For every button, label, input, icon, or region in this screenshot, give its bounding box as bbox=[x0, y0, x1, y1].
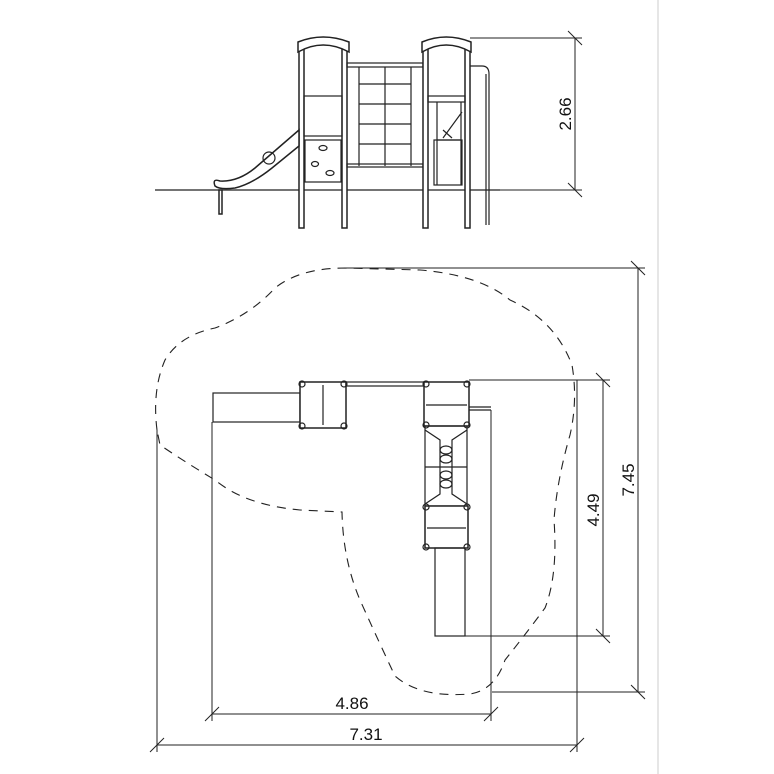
dimension-equipment-depth: 4.49 bbox=[465, 372, 611, 644]
net-plan bbox=[424, 425, 468, 507]
dimension-height: 2.66 bbox=[470, 30, 583, 198]
elevation-view: 2.66 bbox=[155, 30, 583, 229]
overall-width-label: 7.31 bbox=[349, 725, 382, 744]
overall-depth-label: 7.45 bbox=[619, 463, 638, 496]
bridge-plan bbox=[345, 381, 425, 387]
tower-left bbox=[297, 36, 350, 229]
safety-zone-outline bbox=[155, 267, 576, 696]
tower-plan-1 bbox=[298, 380, 348, 430]
plan-view: 7.45 4.49 4.86 7.31 bbox=[149, 260, 646, 753]
climbing-net bbox=[346, 62, 424, 168]
tower-plan-3 bbox=[422, 503, 471, 551]
tower-right bbox=[421, 36, 490, 229]
height-label: 2.66 bbox=[556, 97, 575, 130]
dimension-overall-depth: 7.45 bbox=[346, 260, 646, 700]
dimension-equipment-width: 4.86 bbox=[204, 410, 499, 722]
slide-plan-bottom bbox=[434, 547, 466, 637]
dimension-overall-width: 7.31 bbox=[149, 380, 585, 753]
slide-elevation bbox=[213, 128, 300, 215]
tower-plan-2 bbox=[422, 380, 491, 429]
ladder bbox=[433, 139, 463, 186]
fire-pole bbox=[470, 65, 490, 225]
slide-plan-left bbox=[212, 392, 301, 423]
climbing-wall-panel bbox=[304, 139, 342, 183]
equipment-width-label: 4.86 bbox=[335, 694, 368, 713]
equipment-depth-label: 4.49 bbox=[584, 493, 603, 526]
